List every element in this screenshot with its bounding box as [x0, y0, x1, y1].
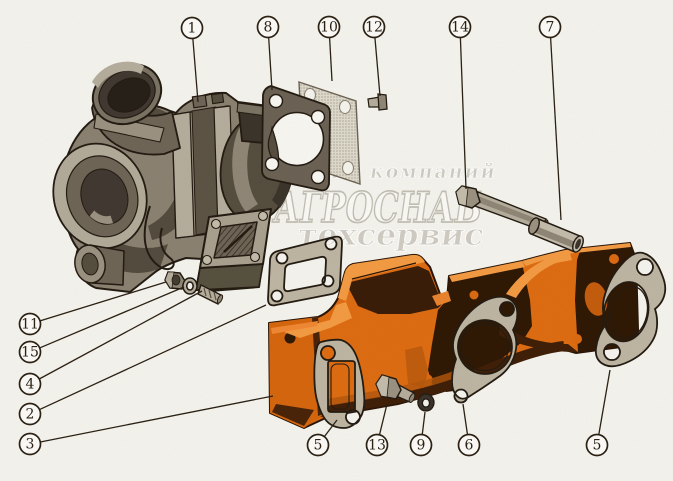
- callout-leader-line: [462, 403, 469, 435]
- callout-number: 6: [465, 438, 474, 454]
- callout-circle: [306, 433, 330, 457]
- callout-number: 11: [21, 317, 39, 333]
- callout-15: 15: [18, 286, 185, 364]
- callout-leader-line: [374, 37, 381, 97]
- callout-13: 13: [365, 403, 389, 457]
- callout-number: 12: [365, 20, 383, 36]
- callout-5: 5: [306, 419, 338, 457]
- callout-14: 14: [448, 15, 472, 190]
- callout-circle: [538, 15, 562, 39]
- callout-leader-line: [39, 304, 267, 411]
- callout-leader-line: [192, 38, 199, 103]
- callout-leader-line: [598, 369, 611, 435]
- callout-5: 5: [585, 369, 611, 457]
- callout-leader-line: [40, 395, 274, 443]
- callout-leader-line: [421, 411, 426, 435]
- callout-number: 3: [26, 437, 35, 453]
- callout-8: 8: [256, 15, 280, 91]
- callout-number: 7: [546, 20, 555, 36]
- callout-circle: [585, 433, 609, 457]
- callout-leader-line: [323, 419, 338, 438]
- callout-number: 15: [21, 345, 39, 361]
- callout-1: 1: [180, 16, 204, 103]
- callout-6: 6: [457, 403, 481, 457]
- callout-circle: [256, 15, 280, 39]
- callout-9: 9: [409, 411, 433, 457]
- callout-circle: [18, 372, 42, 396]
- callout-circle: [18, 340, 42, 364]
- callout-4: 4: [18, 290, 203, 396]
- callout-number: 4: [26, 377, 35, 393]
- callout-number: 13: [368, 438, 386, 454]
- callout-leader-line: [549, 37, 562, 221]
- callout-leader-line: [459, 37, 467, 190]
- callout-circle: [362, 15, 386, 39]
- callout-circle: [409, 433, 433, 457]
- callout-circle: [18, 432, 42, 456]
- callout-circle: [18, 402, 42, 426]
- callout-number: 2: [26, 407, 35, 423]
- callout-circle: [317, 15, 341, 39]
- callout-circle: [180, 16, 204, 40]
- callout-circle: [448, 15, 472, 39]
- callout-circle: [18, 312, 42, 336]
- callout-10: 10: [317, 15, 341, 82]
- callout-12: 12: [362, 15, 386, 97]
- callout-2: 2: [18, 304, 267, 426]
- callout-leader-line: [378, 403, 388, 435]
- callout-11: 11: [18, 281, 167, 336]
- callout-number: 10: [320, 20, 338, 36]
- callout-number: 5: [593, 438, 602, 454]
- callout-leader-line: [38, 290, 203, 380]
- callout-number: 8: [264, 20, 273, 36]
- callout-number: 5: [314, 438, 323, 454]
- callout-leader-line: [268, 37, 273, 91]
- callout-leader-line: [39, 286, 185, 349]
- callout-7: 7: [538, 15, 562, 221]
- callout-circle: [365, 433, 389, 457]
- callout-leader-line: [39, 281, 167, 322]
- callout-circle: [457, 433, 481, 457]
- callouts: 1 8 10 12 14 7 11 15 4 2 3 5 13 9 6 5: [18, 15, 611, 457]
- callout-number: 14: [451, 20, 469, 36]
- callout-leader-line: [328, 37, 333, 82]
- callout-number: 1: [188, 21, 197, 37]
- callout-3: 3: [18, 395, 274, 456]
- callout-number: 9: [417, 438, 426, 454]
